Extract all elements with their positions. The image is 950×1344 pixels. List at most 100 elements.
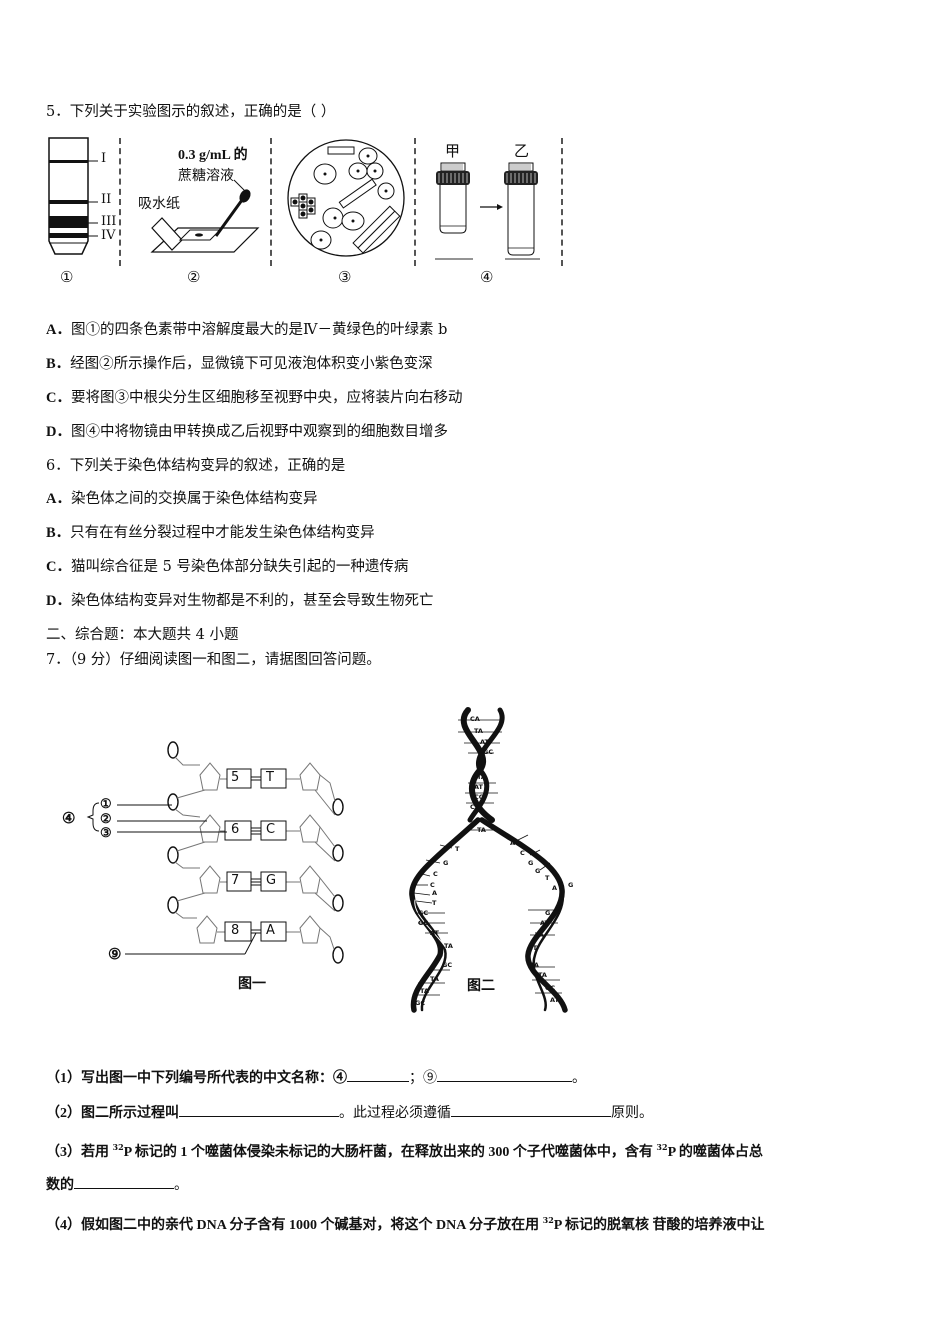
label-1: ① xyxy=(100,796,112,811)
option-text: 只有在有丝分裂过程中才能发生染色体结构变异 xyxy=(70,525,375,541)
q5-stem: 5．下列关于实验图示的叙述，正确的是（ ） xyxy=(46,102,335,122)
answer-blank-process[interactable] xyxy=(179,1102,339,1117)
svg-text:T: T xyxy=(545,874,550,882)
answer-blank-9[interactable] xyxy=(437,1067,572,1082)
svg-text:CT: CT xyxy=(470,803,480,811)
section-heading: 二、综合题：本大题共 4 小题 xyxy=(46,625,238,645)
panel-divider xyxy=(270,138,272,266)
section-heading-text: 二、综合题：本大题共 4 小题 xyxy=(46,627,239,643)
svg-text:C: C xyxy=(430,881,435,889)
label-3: ③ xyxy=(100,825,112,840)
isotope-superscript: 32 xyxy=(112,1142,124,1152)
svg-text:AT: AT xyxy=(550,996,560,1004)
isotope-superscript: 32 xyxy=(656,1142,668,1152)
svg-text:AT: AT xyxy=(430,929,440,937)
option-text: 图①的四条色素带中溶解度最大的是Ⅳ－黄绿色的叶绿素 b xyxy=(70,322,448,338)
svg-text:GC: GC xyxy=(442,961,452,969)
svg-text:TA: TA xyxy=(530,961,539,969)
option-key: D． xyxy=(46,593,71,609)
base-6: 6 xyxy=(231,822,240,837)
objective-lens-icon xyxy=(435,162,540,260)
q5-option-b[interactable]: B．经图②所示操作后，显微镜下可见液泡体积变小紫色变深 xyxy=(46,354,433,374)
svg-text:TA: TA xyxy=(477,826,486,834)
absorbent-paper-label: 吸水纸 xyxy=(138,196,180,212)
svg-text:CT: CT xyxy=(528,944,538,952)
figure-1-caption: 图一 xyxy=(238,976,266,992)
figure-panel-4-objectives: 甲 乙 xyxy=(425,136,565,266)
svg-text:TA: TA xyxy=(538,971,547,979)
option-key: C． xyxy=(46,390,71,406)
base-G: G xyxy=(266,873,277,888)
sub1-text-a: （1）写出图一中下列编号所代表的中文名称：④ xyxy=(46,1071,347,1086)
svg-text:GC: GC xyxy=(415,999,425,1007)
q5-option-a[interactable]: A．图①的四条色素带中溶解度最大的是Ⅳ－黄绿色的叶绿素 b xyxy=(46,320,447,340)
sub4-text-a: （4）假如图二中的亲代 DNA 分子含有 1000 个碱基对，将这个 DNA 分… xyxy=(46,1218,543,1233)
sub3-text-d: 数的 xyxy=(46,1178,74,1193)
q6-option-c[interactable]: C．猫叫综合征是 5 号染色体部分缺失引起的一种遗传病 xyxy=(46,557,408,577)
option-text: 猫叫综合征是 5 号染色体部分缺失引起的一种遗传病 xyxy=(70,559,409,575)
panel-divider xyxy=(561,138,563,266)
sub3-text-b: P 标记的 1 个噬菌体侵染未标记的大肠杆菌，在释放出来的 300 个子代噬菌体… xyxy=(123,1145,657,1160)
sub2-text-b: 。此过程必须遵循 xyxy=(339,1105,451,1121)
panel-3-caption: ③ xyxy=(338,268,352,286)
label-2: ② xyxy=(100,811,112,826)
q7-stem-text: 7．（9 分）仔细阅读图一和图二，请据图回答问题。 xyxy=(46,652,381,668)
base-5: 5 xyxy=(231,770,240,785)
sub2-text-a: （2）图二所示过程叫 xyxy=(46,1106,179,1121)
svg-text:A: A xyxy=(552,884,557,892)
base-8: 8 xyxy=(231,923,240,938)
objective-b-label: 乙 xyxy=(514,142,530,160)
microscope-view-icon xyxy=(287,139,405,257)
base-7: 7 xyxy=(231,873,240,888)
option-key: C． xyxy=(46,559,71,575)
option-key: B． xyxy=(46,356,71,372)
option-key: A． xyxy=(46,322,71,338)
sub3-text-e: 。 xyxy=(174,1177,188,1193)
q5-stem-text: 5．下列关于实验图示的叙述，正确的是（ ） xyxy=(46,104,336,120)
option-text: 图④中将物镜由甲转换成乙后视野中观察到的细胞数目增多 xyxy=(70,424,448,440)
answer-blank-principle[interactable] xyxy=(451,1102,611,1117)
q7-sub3-cont: 数的 。 xyxy=(46,1174,188,1196)
svg-text:TA: TA xyxy=(474,727,483,735)
svg-text:G: G xyxy=(568,881,573,889)
svg-text:T: T xyxy=(432,899,437,907)
svg-text:TA: TA xyxy=(444,942,453,950)
answer-blank-ratio[interactable] xyxy=(74,1174,174,1189)
band-label-I: I xyxy=(101,151,107,166)
q6-stem-text: 6．下列关于染色体结构变异的叙述，正确的是 xyxy=(46,458,346,474)
answer-blank-4[interactable] xyxy=(347,1067,409,1082)
svg-text:CG: CG xyxy=(474,793,484,801)
isotope-superscript: 32 xyxy=(542,1215,554,1225)
sub3-text-a: （3）若用 xyxy=(46,1145,113,1160)
svg-text:G: G xyxy=(535,867,540,875)
option-text: 染色体之间的交换属于染色体结构变异 xyxy=(70,491,318,507)
band-label-IV: IV xyxy=(101,228,116,243)
svg-text:CA: CA xyxy=(470,715,480,723)
q6-option-b[interactable]: B．只有在有丝分裂过程中才能发生染色体结构变异 xyxy=(46,523,375,543)
q7-sub1: （1）写出图一中下列编号所代表的中文名称：④；⑨。 xyxy=(46,1067,586,1089)
q6-stem: 6．下列关于染色体结构变异的叙述，正确的是 xyxy=(46,456,345,476)
q7-sub3: （3）若用 32P 标记的 1 个噬菌体侵染未标记的大肠杆菌，在释放出来的 30… xyxy=(46,1137,763,1163)
base-A: A xyxy=(266,923,275,938)
figure-2-caption: 图二 xyxy=(467,978,495,994)
svg-text:AT: AT xyxy=(480,738,490,746)
q7-sub4: （4）假如图二中的亲代 DNA 分子含有 1000 个碱基对，将这个 DNA 分… xyxy=(46,1210,765,1236)
q7-stem: 7．（9 分）仔细阅读图一和图二，请据图回答问题。 xyxy=(46,650,381,670)
dna-ladder-diagram-icon xyxy=(86,741,344,964)
q5-option-c[interactable]: C．要将图③中根尖分生区细胞移至视野中央，应将装片向右移动 xyxy=(46,388,462,408)
solution-label-2: 蔗糖溶液 xyxy=(178,168,234,184)
sub3-text-c: P 的噬菌体占总 xyxy=(667,1145,763,1160)
solution-label-1: 0.3 g/mL 的 xyxy=(178,148,248,163)
q6-option-d[interactable]: D．染色体结构变异对生物都是不利的，甚至会导致生物死亡 xyxy=(46,591,433,611)
svg-text:A: A xyxy=(510,839,515,847)
sub1-text-c: 。 xyxy=(572,1070,586,1086)
svg-text:TA: TA xyxy=(420,987,429,995)
svg-text:GC: GC xyxy=(418,919,428,927)
q6-option-a[interactable]: A．染色体之间的交换属于染色体结构变异 xyxy=(46,489,317,509)
base-C: C xyxy=(266,822,276,837)
option-text: 染色体结构变异对生物都是不利的，甚至会导致生物死亡 xyxy=(70,593,434,609)
svg-text:TA: TA xyxy=(477,773,486,781)
q5-option-d[interactable]: D．图④中将物镜由甲转换成乙后视野中观察到的细胞数目增多 xyxy=(46,422,448,442)
